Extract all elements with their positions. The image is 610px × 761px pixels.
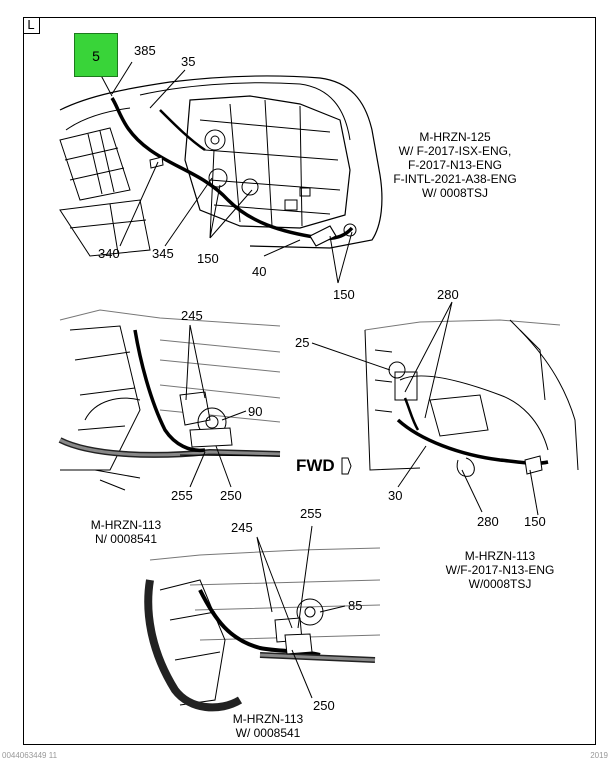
engine-bay-illustration-top	[59, 61, 383, 284]
callout-280: 280	[437, 287, 459, 302]
callout-245: 245	[231, 520, 253, 535]
variant-caption-top: M-HRZN-125 W/ F-2017-ISX-ENG, F-2017-N13…	[393, 130, 517, 200]
footer-right-text: 2019	[590, 751, 608, 760]
callout-385: 385	[134, 43, 156, 58]
callout-280: 280	[477, 514, 499, 529]
forward-arrow-icon	[341, 457, 352, 475]
variant-caption-mid-left: M-HRZN-113 N/ 0008541	[90, 518, 162, 546]
callout-340: 340	[98, 246, 120, 261]
callout-150: 150	[333, 287, 355, 302]
callout-150: 150	[197, 251, 219, 266]
callout-25: 25	[295, 335, 310, 350]
engine-bay-illustration-mid-right	[311, 301, 579, 516]
callout-85: 85	[348, 598, 363, 613]
forward-label: FWD	[296, 456, 335, 475]
engine-bay-illustration-bottom	[144, 525, 381, 712]
callout-345: 345	[152, 246, 174, 261]
callout-245: 245	[181, 308, 203, 323]
callout-255: 255	[171, 488, 193, 503]
sheet-letter: L	[23, 17, 40, 34]
callout-250: 250	[313, 698, 335, 713]
callout-250: 250	[220, 488, 242, 503]
callout-90: 90	[248, 404, 263, 419]
callout-40: 40	[252, 264, 267, 279]
callout-150: 150	[524, 514, 546, 529]
footer-left-text: 0044063449 11	[2, 751, 58, 760]
callout-35: 35	[181, 54, 196, 69]
variant-caption-mid-right: M-HRZN-113 W/F-2017-N13-ENG W/0008TSJ	[445, 549, 555, 591]
diagram-frame	[23, 17, 596, 745]
callout-30: 30	[388, 488, 403, 503]
engine-bay-illustration-mid-left	[58, 309, 281, 491]
reference-tag: 5	[74, 33, 118, 77]
variant-caption-bottom: M-HRZN-113 W/ 0008541	[232, 712, 304, 740]
callout-255: 255	[300, 506, 322, 521]
